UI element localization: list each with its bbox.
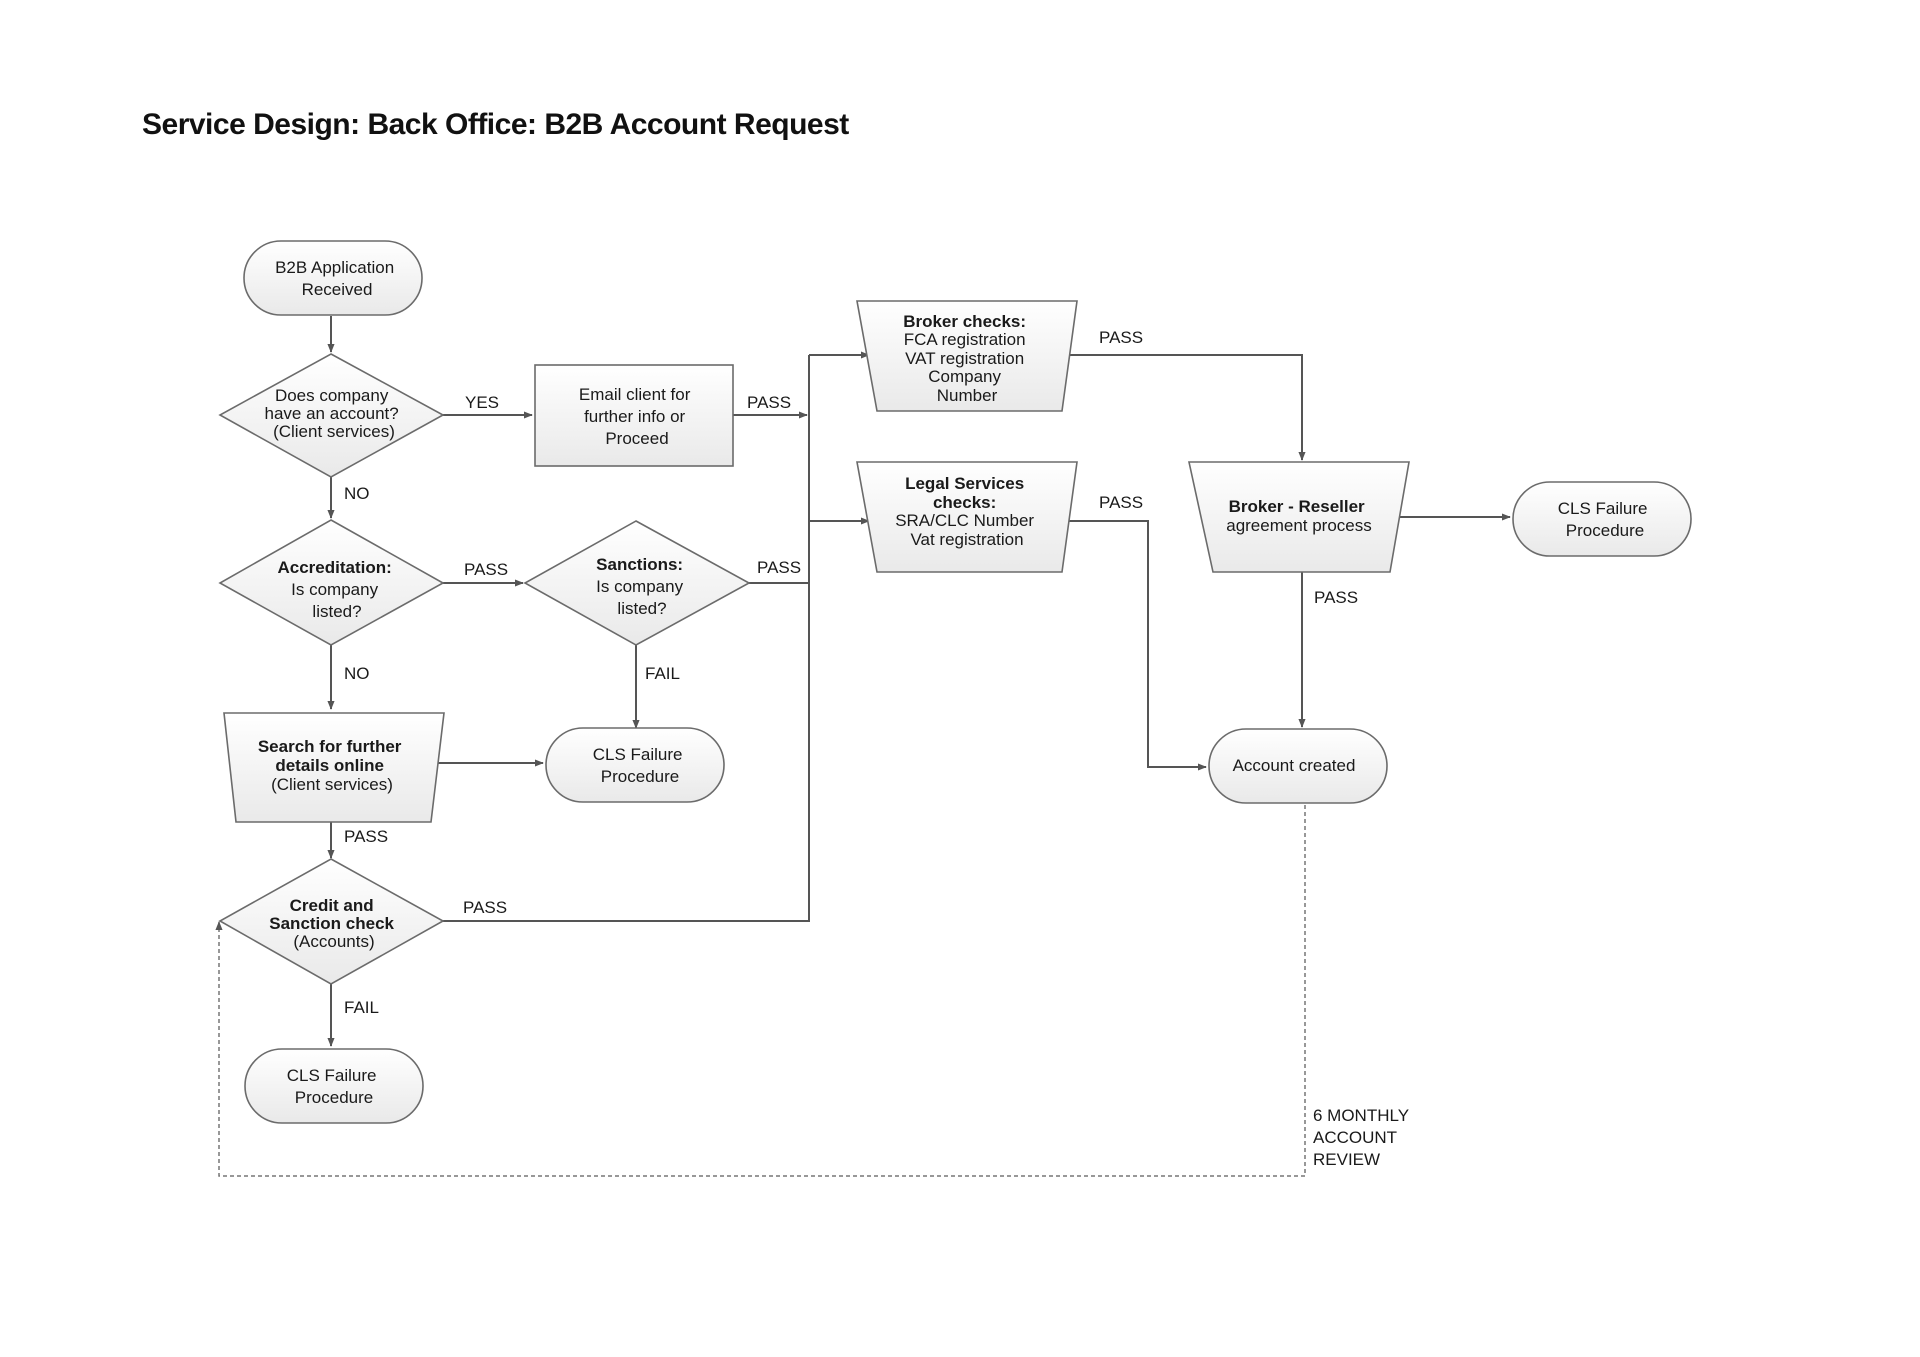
edge-label-pass-search: PASS — [344, 827, 388, 846]
node-search-online — [223, 712, 445, 823]
edge-label-pass-broker: PASS — [1099, 328, 1143, 347]
node-has-account-label: Does company have an account? (Client se… — [265, 386, 404, 441]
node-has-account — [218, 353, 445, 478]
node-start-label: B2B Application Received — [275, 258, 399, 299]
edge-broker-pass — [1062, 354, 1306, 461]
edge-label-fail-sanctions: FAIL — [645, 664, 680, 683]
node-accreditation-label: Accreditation: Is company listed? — [277, 558, 396, 621]
edge-label-fail-credit: FAIL — [344, 998, 379, 1017]
node-credit-check-label: Credit and Sanction check (Accounts) — [269, 896, 398, 951]
node-sanctions-label: Sanctions: Is company listed? — [596, 555, 688, 618]
node-account-created-label: Account created — [1233, 756, 1356, 775]
edge-labels: YES NO PASS PASS PASS FAIL NO PASS PASS … — [344, 328, 1413, 1169]
edge-label-no-1: NO — [344, 484, 370, 503]
edges — [215, 316, 1511, 1177]
edge-label-yes: YES — [465, 393, 499, 412]
edge-label-pass-accreditation: PASS — [464, 560, 508, 579]
node-broker-checks — [856, 300, 1078, 412]
edge-label-pass-legal: PASS — [1099, 493, 1143, 512]
node-broker-checks-label: Broker checks: FCA registration VAT regi… — [903, 312, 1031, 405]
edge-label-no-2: NO — [344, 664, 370, 683]
node-broker-reseller — [1188, 461, 1410, 573]
node-cls-failure-right-label: CLS Failure Procedure — [1558, 499, 1653, 540]
page-title: Service Design: Back Office: B2B Account… — [142, 108, 849, 141]
edge-label-pass-reseller: PASS — [1314, 588, 1358, 607]
node-legal-checks-label: Legal Services checks: SRA/CLC Number Va… — [895, 474, 1039, 549]
node-labels: B2B Application Received Does company ha… — [258, 258, 1653, 1107]
node-broker-reseller-label: Broker - Reseller agreement process — [1226, 497, 1372, 535]
shapes — [218, 240, 1692, 1124]
node-sanctions — [523, 520, 751, 646]
node-email-client-label: Email client for further info or Proceed — [579, 385, 695, 448]
node-cls-failure-mid — [545, 727, 725, 803]
node-start — [243, 240, 423, 316]
edge-label-pass-credit: PASS — [463, 898, 507, 917]
node-cls-failure-bottom — [244, 1048, 424, 1124]
edge-legal-pass — [1062, 520, 1207, 771]
edge-review-loop — [215, 805, 1306, 1177]
node-legal-checks — [856, 461, 1078, 573]
node-search-online-label: Search for further details online (Clien… — [258, 737, 406, 794]
edge-credit-pass — [443, 355, 810, 922]
node-accreditation — [218, 519, 445, 646]
edge-label-pass-sanctions: PASS — [757, 558, 801, 577]
node-cls-failure-mid-label: CLS Failure Procedure — [593, 745, 688, 786]
node-account-created — [1208, 728, 1388, 804]
node-email-client — [534, 364, 734, 467]
edge-label-pass-email: PASS — [747, 393, 791, 412]
node-cls-failure-right — [1512, 481, 1692, 557]
edge-label-review: 6 MONTHLY ACCOUNT REVIEW — [1313, 1106, 1413, 1169]
node-cls-failure-bottom-label: CLS Failure Procedure — [287, 1066, 382, 1107]
node-credit-check — [218, 858, 445, 985]
